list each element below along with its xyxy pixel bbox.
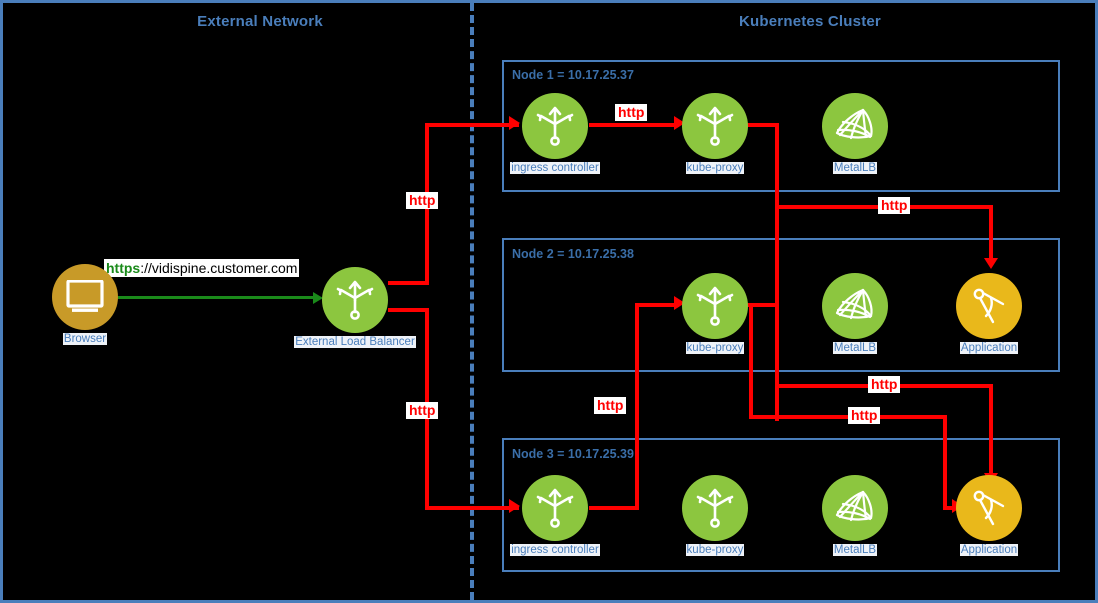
n3-application-caption: Application xyxy=(959,544,1019,556)
zone-title-kubernetes-cluster: Kubernetes Cluster xyxy=(739,13,881,30)
n1-metallb-caption: MetalLB xyxy=(832,162,878,174)
arrowhead-node3-ingress xyxy=(509,499,520,513)
http-label-proxy1-to-app2: http xyxy=(878,197,911,214)
http-label-proxy1-to-app3: http xyxy=(868,376,901,393)
load-balancer-icon xyxy=(696,106,734,146)
arrowhead-n1-kubeproxy xyxy=(674,116,685,130)
wire-into-app3-left xyxy=(943,506,959,510)
load-balancer-icon xyxy=(336,280,374,320)
zone-title-external-network: External Network xyxy=(197,13,323,30)
compass-icon xyxy=(973,490,1005,526)
mesh-net-icon xyxy=(835,288,873,320)
wire-n2-proxy-down xyxy=(749,303,753,417)
n2-metallb-caption: MetalLB xyxy=(832,342,878,354)
http-label-ingress3-to-proxy2: http xyxy=(594,397,627,414)
n1-ingress-caption: ingress controller xyxy=(510,162,600,174)
wire-trunk-node1-down xyxy=(775,123,779,421)
n1-metallb-circle xyxy=(822,93,888,159)
wire-n1-ingress-to-proxy xyxy=(589,123,679,127)
mesh-net-icon xyxy=(835,108,873,140)
n3-ingress-circle xyxy=(522,475,588,541)
node-box-node2 xyxy=(502,238,1060,372)
compass-icon xyxy=(973,288,1005,324)
wire-lb-out-top xyxy=(388,281,429,285)
n2-application-caption: Application xyxy=(959,342,1019,354)
wire-n3-up-to-n2proxy xyxy=(635,305,639,510)
load-balancer-icon xyxy=(536,106,574,146)
n3-kubeproxy-caption: kube-proxy xyxy=(685,544,745,556)
browser-circle xyxy=(52,264,118,330)
load-balancer-icon xyxy=(696,286,734,326)
load-balancer-icon xyxy=(696,488,734,528)
n2-application-circle xyxy=(956,273,1022,339)
node-label-node1: Node 1 = 10.17.25.37 xyxy=(510,68,636,82)
n1-ingress-circle xyxy=(522,93,588,159)
http-label-proxy2-to-app3: http xyxy=(848,407,881,424)
wire-n2-proxy-out xyxy=(745,303,777,307)
n3-kubeproxy-circle xyxy=(682,475,748,541)
https-url-label: https://vidispine.customer.com xyxy=(104,259,300,277)
n3-metallb-caption: MetalLB xyxy=(832,544,878,556)
wire-into-node3-ingress xyxy=(425,506,519,510)
n1-kubeproxy-circle xyxy=(682,93,748,159)
n2-metallb-circle xyxy=(822,273,888,339)
n3-metallb-circle xyxy=(822,475,888,541)
monitor-icon xyxy=(66,280,104,312)
https-host: ://vidispine.customer.com xyxy=(140,260,298,276)
arrowhead-n2-kubeproxy xyxy=(674,296,685,310)
browser-caption: Browser xyxy=(62,333,108,345)
arrowhead-app2 xyxy=(984,258,998,269)
wire-down-to-app3-upper xyxy=(989,384,993,477)
wire-into-n2-kubeproxy xyxy=(635,303,679,307)
n2-kubeproxy-circle xyxy=(682,273,748,339)
ext-lb-caption: External Load Balancer xyxy=(294,336,416,348)
ext-lb-circle xyxy=(322,267,388,333)
n3-application-circle xyxy=(956,475,1022,541)
node-box-node3 xyxy=(502,438,1060,572)
network-boundary-divider xyxy=(470,3,474,600)
wire-n3-ingress-out xyxy=(589,506,639,510)
wire-into-node1-ingress xyxy=(425,123,519,127)
wire-n1-proxy-out xyxy=(745,123,779,127)
wire-lb-out-bottom xyxy=(388,308,429,312)
node-label-node2: Node 2 = 10.17.25.38 xyxy=(510,247,636,261)
mesh-net-icon xyxy=(835,490,873,522)
wire-down-to-app2 xyxy=(989,205,993,262)
wire-down-app3-lower xyxy=(943,415,947,508)
n1-kubeproxy-caption: kube-proxy xyxy=(685,162,745,174)
n2-kubeproxy-caption: kube-proxy xyxy=(685,342,745,354)
arrowhead-ext-lb xyxy=(313,292,323,304)
load-balancer-icon xyxy=(536,488,574,528)
http-label-ingress-proxy-node1: http xyxy=(615,104,648,121)
arrowhead-node1-ingress xyxy=(509,116,520,130)
wire-browser-to-lb xyxy=(118,296,318,299)
node-label-node3: Node 3 = 10.17.25.39 xyxy=(510,447,636,461)
https-scheme: https xyxy=(106,260,141,276)
http-label-lb-to-node3: http xyxy=(406,402,439,419)
http-label-lb-to-node1: http xyxy=(406,192,439,209)
n3-ingress-caption: ingress controller xyxy=(510,544,600,556)
